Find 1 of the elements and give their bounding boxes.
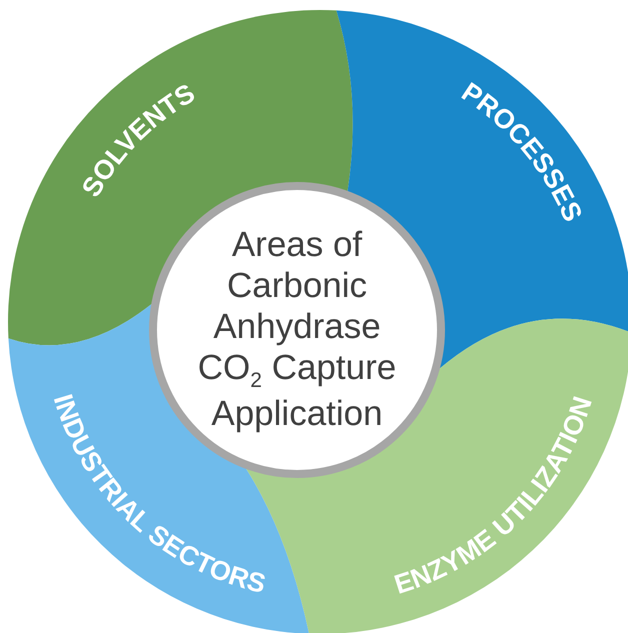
center-title: Areas of Carbonic Anhydrase CO$_{2}$ Capture Application bbox=[196, 225, 398, 435]
